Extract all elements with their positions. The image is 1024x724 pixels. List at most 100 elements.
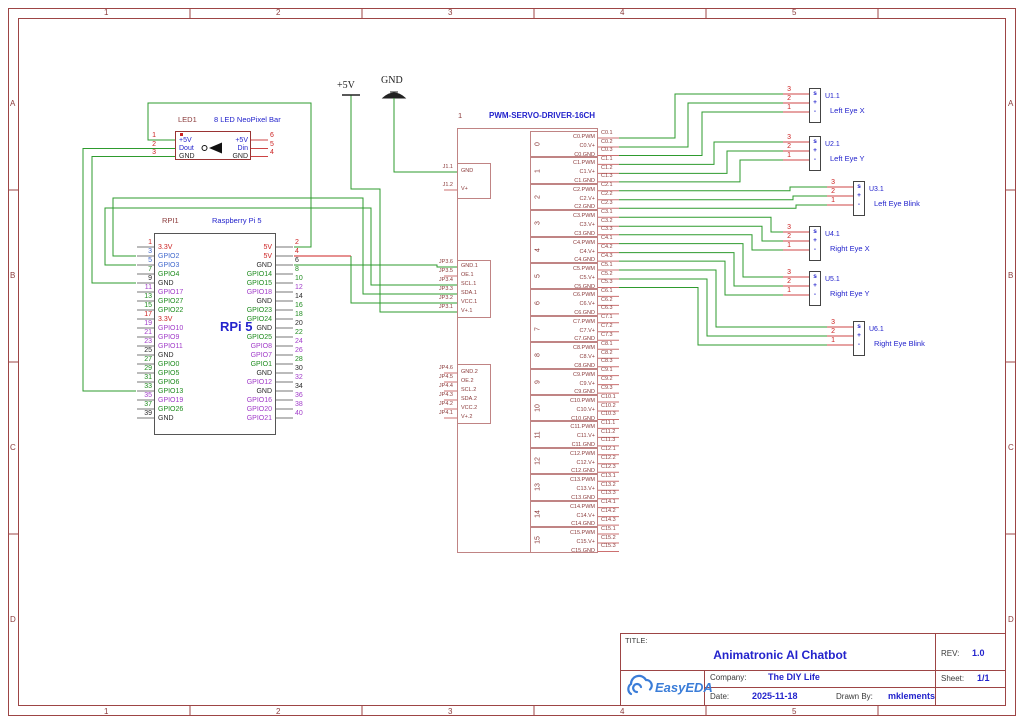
servo-pin-number[interactable]: 2 xyxy=(831,188,835,195)
servo-connector[interactable] xyxy=(809,271,821,306)
rpi-pin-number[interactable]: 35 xyxy=(144,392,152,399)
servo-pin-number[interactable]: 3 xyxy=(787,224,791,231)
driver-channel-block[interactable] xyxy=(530,474,598,501)
rpi-pin-number[interactable]: 11 xyxy=(144,284,152,291)
rpi-pin-number[interactable]: 32 xyxy=(295,374,303,381)
wire-c0-3[interactable] xyxy=(619,111,783,156)
rpi-pin-number[interactable]: 28 xyxy=(295,356,303,363)
rpi-pin-number[interactable]: 12 xyxy=(295,284,303,291)
rpi-pin-number[interactable]: 37 xyxy=(144,401,152,408)
rpi-pin-number[interactable]: 22 xyxy=(295,329,303,336)
rpi-pin-number[interactable]: 2 xyxy=(295,239,299,246)
rpi-component[interactable] xyxy=(154,233,276,435)
driver-channel-block[interactable] xyxy=(530,210,598,237)
servo-pin-number[interactable]: 1 xyxy=(787,242,791,249)
rpi-pin-number[interactable]: 4 xyxy=(295,248,299,255)
rpi-pin-number[interactable]: 10 xyxy=(295,275,303,282)
servo-connector[interactable] xyxy=(809,226,821,261)
rpi-pin-number[interactable]: 8 xyxy=(295,266,299,273)
driver-channel-block[interactable] xyxy=(530,131,598,158)
wire-c2-1[interactable] xyxy=(619,186,827,192)
rpi-pin-number[interactable]: 13 xyxy=(144,293,152,300)
gnd-label[interactable]: GND xyxy=(381,75,403,86)
wire-c1-1[interactable] xyxy=(619,141,783,165)
rpi-pin-number[interactable]: 30 xyxy=(295,365,303,372)
wire-pin4-vcc1[interactable] xyxy=(350,256,457,304)
wire-c2-2[interactable] xyxy=(619,195,827,201)
wire-c5-3[interactable] xyxy=(619,287,827,346)
wire-gpio2-sda1[interactable] xyxy=(112,197,457,295)
driver-channel-block[interactable] xyxy=(530,236,598,263)
servo-pin-number[interactable]: 1 xyxy=(831,197,835,204)
wire-c0-2[interactable] xyxy=(619,102,783,148)
rpi-pin-number[interactable]: 38 xyxy=(295,401,303,408)
servo-pin-number[interactable]: 1 xyxy=(831,337,835,344)
wire-c4-2[interactable] xyxy=(619,252,783,287)
servo-connector[interactable] xyxy=(853,181,865,216)
rpi-pin-number[interactable]: 23 xyxy=(144,338,152,345)
rpi-pin-number[interactable]: 26 xyxy=(295,347,303,354)
rpi-pin-number[interactable]: 16 xyxy=(295,302,303,309)
led-pin-number[interactable]: 6 xyxy=(270,132,274,139)
wire-gpio3-scl1[interactable] xyxy=(104,207,457,286)
servo-pin-number[interactable]: 1 xyxy=(787,287,791,294)
driver-channel-block[interactable] xyxy=(530,500,598,527)
rpi-pin-number[interactable]: 27 xyxy=(144,356,152,363)
wire-pin6-gnd1[interactable] xyxy=(294,264,457,268)
rpi-pin-number[interactable]: 7 xyxy=(148,266,152,273)
servo-pin-number[interactable]: 2 xyxy=(831,328,835,335)
wire-led-dout-to-gpio13[interactable] xyxy=(82,148,175,392)
rpi-pin-number[interactable]: 31 xyxy=(144,374,152,381)
led-pin-number[interactable]: 3 xyxy=(152,148,156,156)
servo-pin-number[interactable]: 3 xyxy=(787,86,791,93)
rpi-pin-number[interactable]: 18 xyxy=(295,311,303,318)
rpi-pin-number[interactable]: 33 xyxy=(144,383,152,390)
servo-pin-number[interactable]: 3 xyxy=(831,319,835,326)
led-pin-number[interactable]: 2 xyxy=(152,140,156,148)
servo-pin-number[interactable]: 2 xyxy=(787,143,791,150)
led-pin-number[interactable]: 5 xyxy=(270,140,274,148)
wire-c3-3[interactable] xyxy=(619,234,783,251)
wire-led-gnd-to-pin9[interactable] xyxy=(91,156,175,284)
servo-pin-number[interactable]: 3 xyxy=(787,134,791,141)
rpi-pin-number[interactable]: 29 xyxy=(144,365,152,372)
servo-pin-number[interactable]: 2 xyxy=(787,278,791,285)
servo-pin-number[interactable]: 1 xyxy=(787,152,791,159)
rpi-pin-number[interactable]: 17 xyxy=(144,311,152,318)
wire-5v-to-vplus1[interactable] xyxy=(350,95,457,313)
led-neopixel-component[interactable] xyxy=(175,131,251,160)
wire-c4-3[interactable] xyxy=(619,260,783,296)
rpi-pin-number[interactable]: 40 xyxy=(295,410,303,417)
driver-channel-block[interactable] xyxy=(530,395,598,422)
driver-channel-block[interactable] xyxy=(530,289,598,316)
servo-pin-number[interactable]: 1 xyxy=(787,104,791,111)
rpi-pin-number[interactable]: 39 xyxy=(144,410,152,417)
wire-c3-2[interactable] xyxy=(619,225,783,242)
rpi-pin-number[interactable]: 14 xyxy=(295,293,303,300)
easyeda-logo-text[interactable]: EasyEDA xyxy=(655,680,713,695)
driver-channel-block[interactable] xyxy=(530,342,598,369)
wire-c1-3[interactable] xyxy=(619,159,783,183)
rpi-pin-number[interactable]: 19 xyxy=(144,320,152,327)
rpi-pin-number[interactable]: 9 xyxy=(148,275,152,282)
driver-channel-block[interactable] xyxy=(530,157,598,184)
rpi-pin-number[interactable]: 6 xyxy=(295,257,299,264)
servo-connector[interactable] xyxy=(809,88,821,123)
rpi-pin-number[interactable]: 34 xyxy=(295,383,303,390)
rpi-pin-number[interactable]: 20 xyxy=(295,320,303,327)
driver-ctrl1-block[interactable] xyxy=(457,260,491,318)
servo-pin-number[interactable]: 2 xyxy=(787,233,791,240)
rpi-pin-number[interactable]: 21 xyxy=(144,329,152,336)
rpi-pin-number[interactable]: 3 xyxy=(148,248,152,255)
rpi-pin-number[interactable]: 15 xyxy=(144,302,152,309)
driver-channel-block[interactable] xyxy=(530,315,598,343)
vcc-5v-label[interactable]: +5V xyxy=(337,80,355,91)
rpi-pin-number[interactable]: 25 xyxy=(144,347,152,354)
servo-pin-number[interactable]: 3 xyxy=(831,179,835,186)
led-pin-number[interactable]: 1 xyxy=(152,132,156,139)
wire-c5-2[interactable] xyxy=(619,278,827,337)
driver-channel-block[interactable] xyxy=(530,263,598,290)
driver-channel-block[interactable] xyxy=(530,368,598,395)
servo-connector[interactable] xyxy=(853,321,865,356)
driver-channel-block[interactable] xyxy=(530,527,598,554)
